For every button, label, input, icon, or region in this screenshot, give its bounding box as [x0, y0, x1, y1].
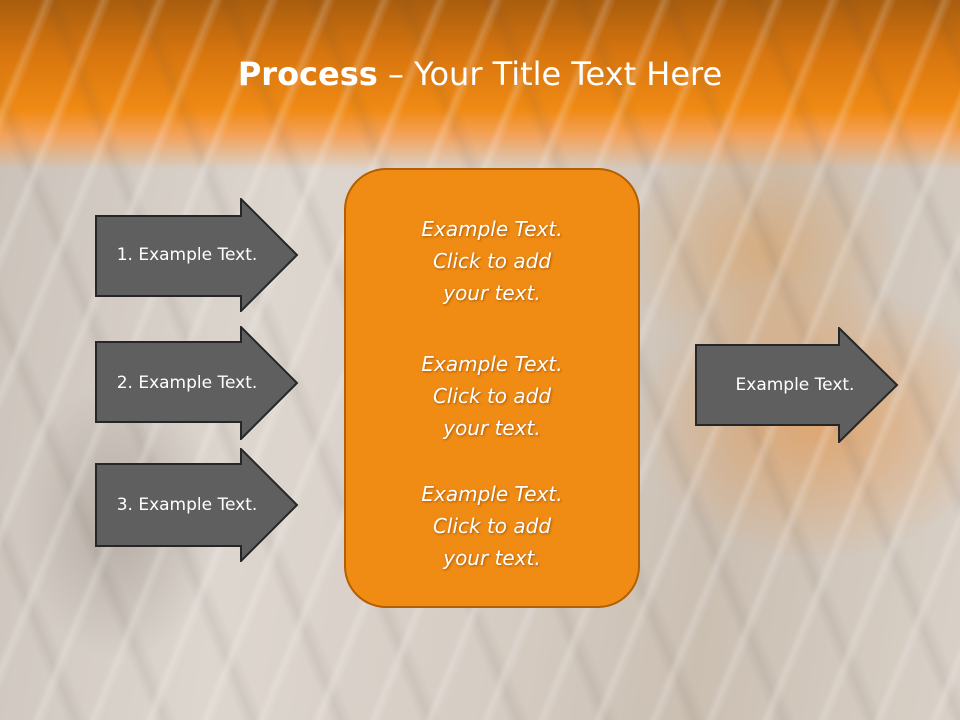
left-arrow-1-label: 1. Example Text. [116, 245, 258, 265]
center-text-line: Example Text. [421, 482, 563, 506]
right-arrow[interactable]: Example Text. [695, 327, 899, 443]
center-text-block-3[interactable]: Example Text. Click to add your text. [344, 478, 640, 574]
center-text-line: your text. [443, 416, 541, 440]
arrow-shape-icon [95, 448, 299, 562]
center-text-line: Click to add [432, 514, 552, 538]
left-arrow-3-label: 3. Example Text. [116, 495, 258, 515]
left-arrow-1[interactable]: 1. Example Text. [95, 198, 299, 312]
center-text-line: Click to add [432, 384, 552, 408]
title-rest: – Your Title Text Here [377, 55, 723, 93]
arrow-shape-icon [95, 198, 299, 312]
title-bold: Process [237, 55, 378, 93]
center-text-block-2[interactable]: Example Text. Click to add your text. [344, 348, 640, 444]
center-text-line: Example Text. [421, 352, 563, 376]
center-text-block-1[interactable]: Example Text. Click to add your text. [344, 213, 640, 309]
left-arrow-3[interactable]: 3. Example Text. [95, 448, 299, 562]
left-arrow-2[interactable]: 2. Example Text. [95, 326, 299, 440]
arrow-shape-icon [695, 327, 899, 443]
arrow-shape-icon [95, 326, 299, 440]
center-text-line: Example Text. [421, 217, 563, 241]
left-arrow-2-label: 2. Example Text. [116, 373, 258, 393]
right-arrow-label: Example Text. [735, 375, 855, 395]
center-text-line: your text. [443, 546, 541, 570]
center-text-box[interactable] [344, 168, 640, 608]
slide-title[interactable]: Process – Your Title Text Here [0, 52, 960, 96]
center-text-line: your text. [443, 281, 541, 305]
center-text-line: Click to add [432, 249, 552, 273]
